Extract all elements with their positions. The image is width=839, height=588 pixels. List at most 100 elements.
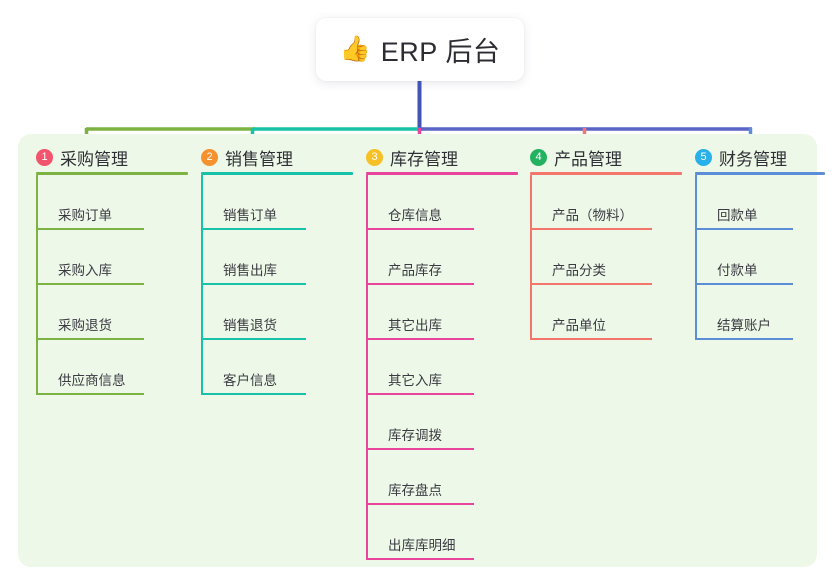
branch-columns: 1 采购管理 采购订单 采购入库 采购退货 (18, 134, 825, 567)
child-label: 产品（物料） (552, 208, 633, 223)
child-label: 产品分类 (552, 263, 606, 278)
branch-label-3: 库存管理 (390, 149, 458, 169)
branch-header-3[interactable]: 3 库存管理 (366, 134, 518, 172)
child-label: 产品单位 (552, 318, 606, 333)
child-label: 仓库信息 (388, 208, 442, 223)
child-underline (695, 283, 793, 285)
thumbs-up-icon: 👍 (339, 35, 371, 63)
child-label: 库存盘点 (388, 483, 442, 498)
child-label: 采购入库 (58, 263, 112, 278)
branch-label-1: 采购管理 (60, 149, 128, 169)
child-label: 出库库明细 (388, 538, 456, 553)
list-item[interactable]: 销售订单 (201, 175, 353, 230)
list-item[interactable]: 产品（物料） (530, 175, 682, 230)
child-underline (530, 228, 652, 230)
branch-label-4: 产品管理 (554, 149, 622, 169)
child-underline (366, 558, 474, 560)
branch-column-4: 4 产品管理 产品（物料） 产品分类 产品单位 (530, 134, 682, 340)
branch-column-5: 5 财务管理 回款单 付款单 结算账户 (695, 134, 825, 340)
list-item[interactable]: 库存盘点 (366, 450, 518, 505)
child-spine (530, 230, 532, 285)
list-item[interactable]: 销售出库 (201, 230, 353, 285)
branch-header-4[interactable]: 4 产品管理 (530, 134, 682, 172)
branch-rule-1 (36, 172, 188, 175)
list-item[interactable]: 付款单 (695, 230, 825, 285)
child-label: 其它出库 (388, 318, 442, 333)
child-underline (36, 393, 144, 395)
list-item[interactable]: 回款单 (695, 175, 825, 230)
branch-header-2[interactable]: 2 销售管理 (201, 134, 353, 172)
child-spine (366, 340, 368, 395)
list-item[interactable]: 产品库存 (366, 230, 518, 285)
child-spine (201, 175, 203, 230)
list-item[interactable]: 采购入库 (36, 230, 188, 285)
branch-children-4: 产品（物料） 产品分类 产品单位 (530, 175, 682, 340)
branch-rule-3 (366, 172, 518, 175)
child-underline (201, 338, 306, 340)
branch-rule-2 (201, 172, 353, 175)
branch-header-1[interactable]: 1 采购管理 (36, 134, 188, 172)
child-underline (366, 283, 474, 285)
list-item[interactable]: 库存调拨 (366, 395, 518, 450)
child-underline (201, 283, 306, 285)
child-underline (36, 283, 144, 285)
child-spine (36, 340, 38, 395)
list-item[interactable]: 供应商信息 (36, 340, 188, 395)
child-label: 销售出库 (223, 263, 277, 278)
child-label: 客户信息 (223, 373, 277, 388)
list-item[interactable]: 采购订单 (36, 175, 188, 230)
child-spine (366, 450, 368, 505)
branch-column-1: 1 采购管理 采购订单 采购入库 采购退货 (36, 134, 188, 395)
list-item[interactable]: 仓库信息 (366, 175, 518, 230)
branch-badge-4: 4 (530, 148, 547, 166)
child-spine (36, 285, 38, 340)
child-spine (695, 285, 697, 340)
list-item[interactable]: 其它入库 (366, 340, 518, 395)
branch-badge-5: 5 (695, 148, 712, 166)
branch-column-2: 2 销售管理 销售订单 销售出库 销售退货 (201, 134, 353, 395)
child-underline (530, 283, 652, 285)
branch-badge-3: 3 (366, 148, 383, 166)
list-item[interactable]: 其它出库 (366, 285, 518, 340)
child-underline (530, 338, 652, 340)
branch-children-3: 仓库信息 产品库存 其它出库 其它入库 (366, 175, 518, 560)
list-item[interactable]: 销售退货 (201, 285, 353, 340)
child-label: 产品库存 (388, 263, 442, 278)
child-label: 库存调拨 (388, 428, 442, 443)
child-underline (36, 228, 144, 230)
branch-badge-2: 2 (201, 148, 218, 166)
child-label: 采购订单 (58, 208, 112, 223)
child-label: 付款单 (717, 263, 758, 278)
child-spine (366, 230, 368, 285)
branch-children-2: 销售订单 销售出库 销售退货 客户信息 (201, 175, 353, 395)
child-spine (530, 175, 532, 230)
child-spine (201, 285, 203, 340)
child-spine (201, 340, 203, 395)
branch-children-1: 采购订单 采购入库 采购退货 供应商信息 (36, 175, 188, 395)
root-title: ERP 后台 (380, 37, 501, 67)
child-spine (695, 175, 697, 230)
child-underline (366, 448, 474, 450)
child-spine (36, 175, 38, 230)
child-label: 结算账户 (717, 318, 771, 333)
child-underline (201, 228, 306, 230)
branch-label-2: 销售管理 (225, 149, 293, 169)
branch-badge-1: 1 (36, 148, 53, 166)
branch-label-5: 财务管理 (719, 149, 787, 169)
list-item[interactable]: 客户信息 (201, 340, 353, 395)
branch-column-3: 3 库存管理 仓库信息 产品库存 其它出库 (366, 134, 518, 560)
child-underline (36, 338, 144, 340)
list-item[interactable]: 产品分类 (530, 230, 682, 285)
list-item[interactable]: 出库库明细 (366, 505, 518, 560)
root-node[interactable]: 👍 ERP 后台 (316, 18, 524, 81)
child-spine (201, 230, 203, 285)
list-item[interactable]: 采购退货 (36, 285, 188, 340)
child-underline (201, 393, 306, 395)
child-underline (695, 338, 793, 340)
list-item[interactable]: 产品单位 (530, 285, 682, 340)
branch-header-5[interactable]: 5 财务管理 (695, 134, 825, 172)
list-item[interactable]: 结算账户 (695, 285, 825, 340)
branch-children-5: 回款单 付款单 结算账户 (695, 175, 825, 340)
branch-rule-4 (530, 172, 682, 175)
